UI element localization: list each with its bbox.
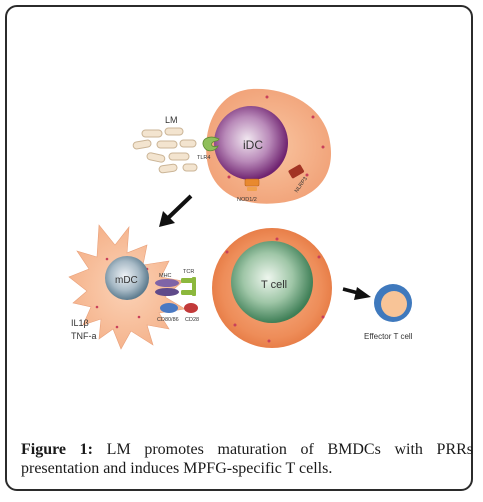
nlrp3-receptor	[288, 164, 305, 179]
lm-label: LM	[165, 115, 178, 125]
bacterium	[179, 139, 197, 148]
lm-bacteria	[132, 127, 198, 174]
nod-receptor	[247, 187, 257, 191]
figure-caption: Figure 1: LM promotes maturation of BMDC…	[21, 440, 473, 478]
tlr4-receptor	[202, 136, 220, 152]
idc-label: iDC	[243, 138, 263, 152]
mdc-nucleus	[105, 256, 149, 300]
cd28-molecule	[184, 303, 198, 313]
bacterium	[146, 152, 166, 163]
caption-prefix: Figure 1:	[21, 441, 94, 458]
bacterium	[141, 129, 163, 138]
caption-text: LM promotes maturation of BMDCs with PRR…	[21, 441, 474, 477]
mhc-molecule	[155, 279, 179, 296]
cd80-molecule	[160, 303, 178, 313]
mhc-label: MHC	[159, 273, 172, 279]
figure-frame: LM iDC TLR4 NOD1/2 NLRP3 mDC MHC TCR	[5, 5, 473, 491]
tlr4-label: TLR4	[197, 155, 210, 161]
tnfa-label: TNF-a	[71, 331, 97, 341]
tcr-molecule	[181, 277, 196, 296]
nod-receptor	[244, 178, 260, 187]
bacterium	[164, 127, 184, 136]
idc-nucleus	[214, 106, 288, 180]
effector-nucleus	[381, 291, 407, 317]
bacterium	[158, 163, 178, 174]
effector-label: Effector T cell	[364, 332, 413, 341]
tcell-label: T cell	[261, 279, 287, 291]
bacterium	[182, 163, 198, 172]
cd80-label: CD80/86	[157, 317, 179, 323]
diagram: LM iDC TLR4 NOD1/2 NLRP3 mDC MHC TCR	[68, 88, 413, 350]
cell-dots	[225, 237, 325, 343]
tcr-label: TCR	[183, 269, 194, 275]
il1b-label: IL1β	[71, 318, 89, 328]
bacterium	[132, 139, 152, 150]
tcell-nucleus	[231, 241, 313, 323]
bacterium	[156, 140, 178, 149]
bacterium	[168, 152, 190, 161]
mdc-label: mDC	[115, 275, 138, 286]
nod-label: NOD1/2	[237, 197, 257, 203]
maturation-arrow	[159, 194, 193, 227]
cd28-label: CD28	[185, 317, 199, 323]
activation-arrow	[342, 287, 371, 300]
